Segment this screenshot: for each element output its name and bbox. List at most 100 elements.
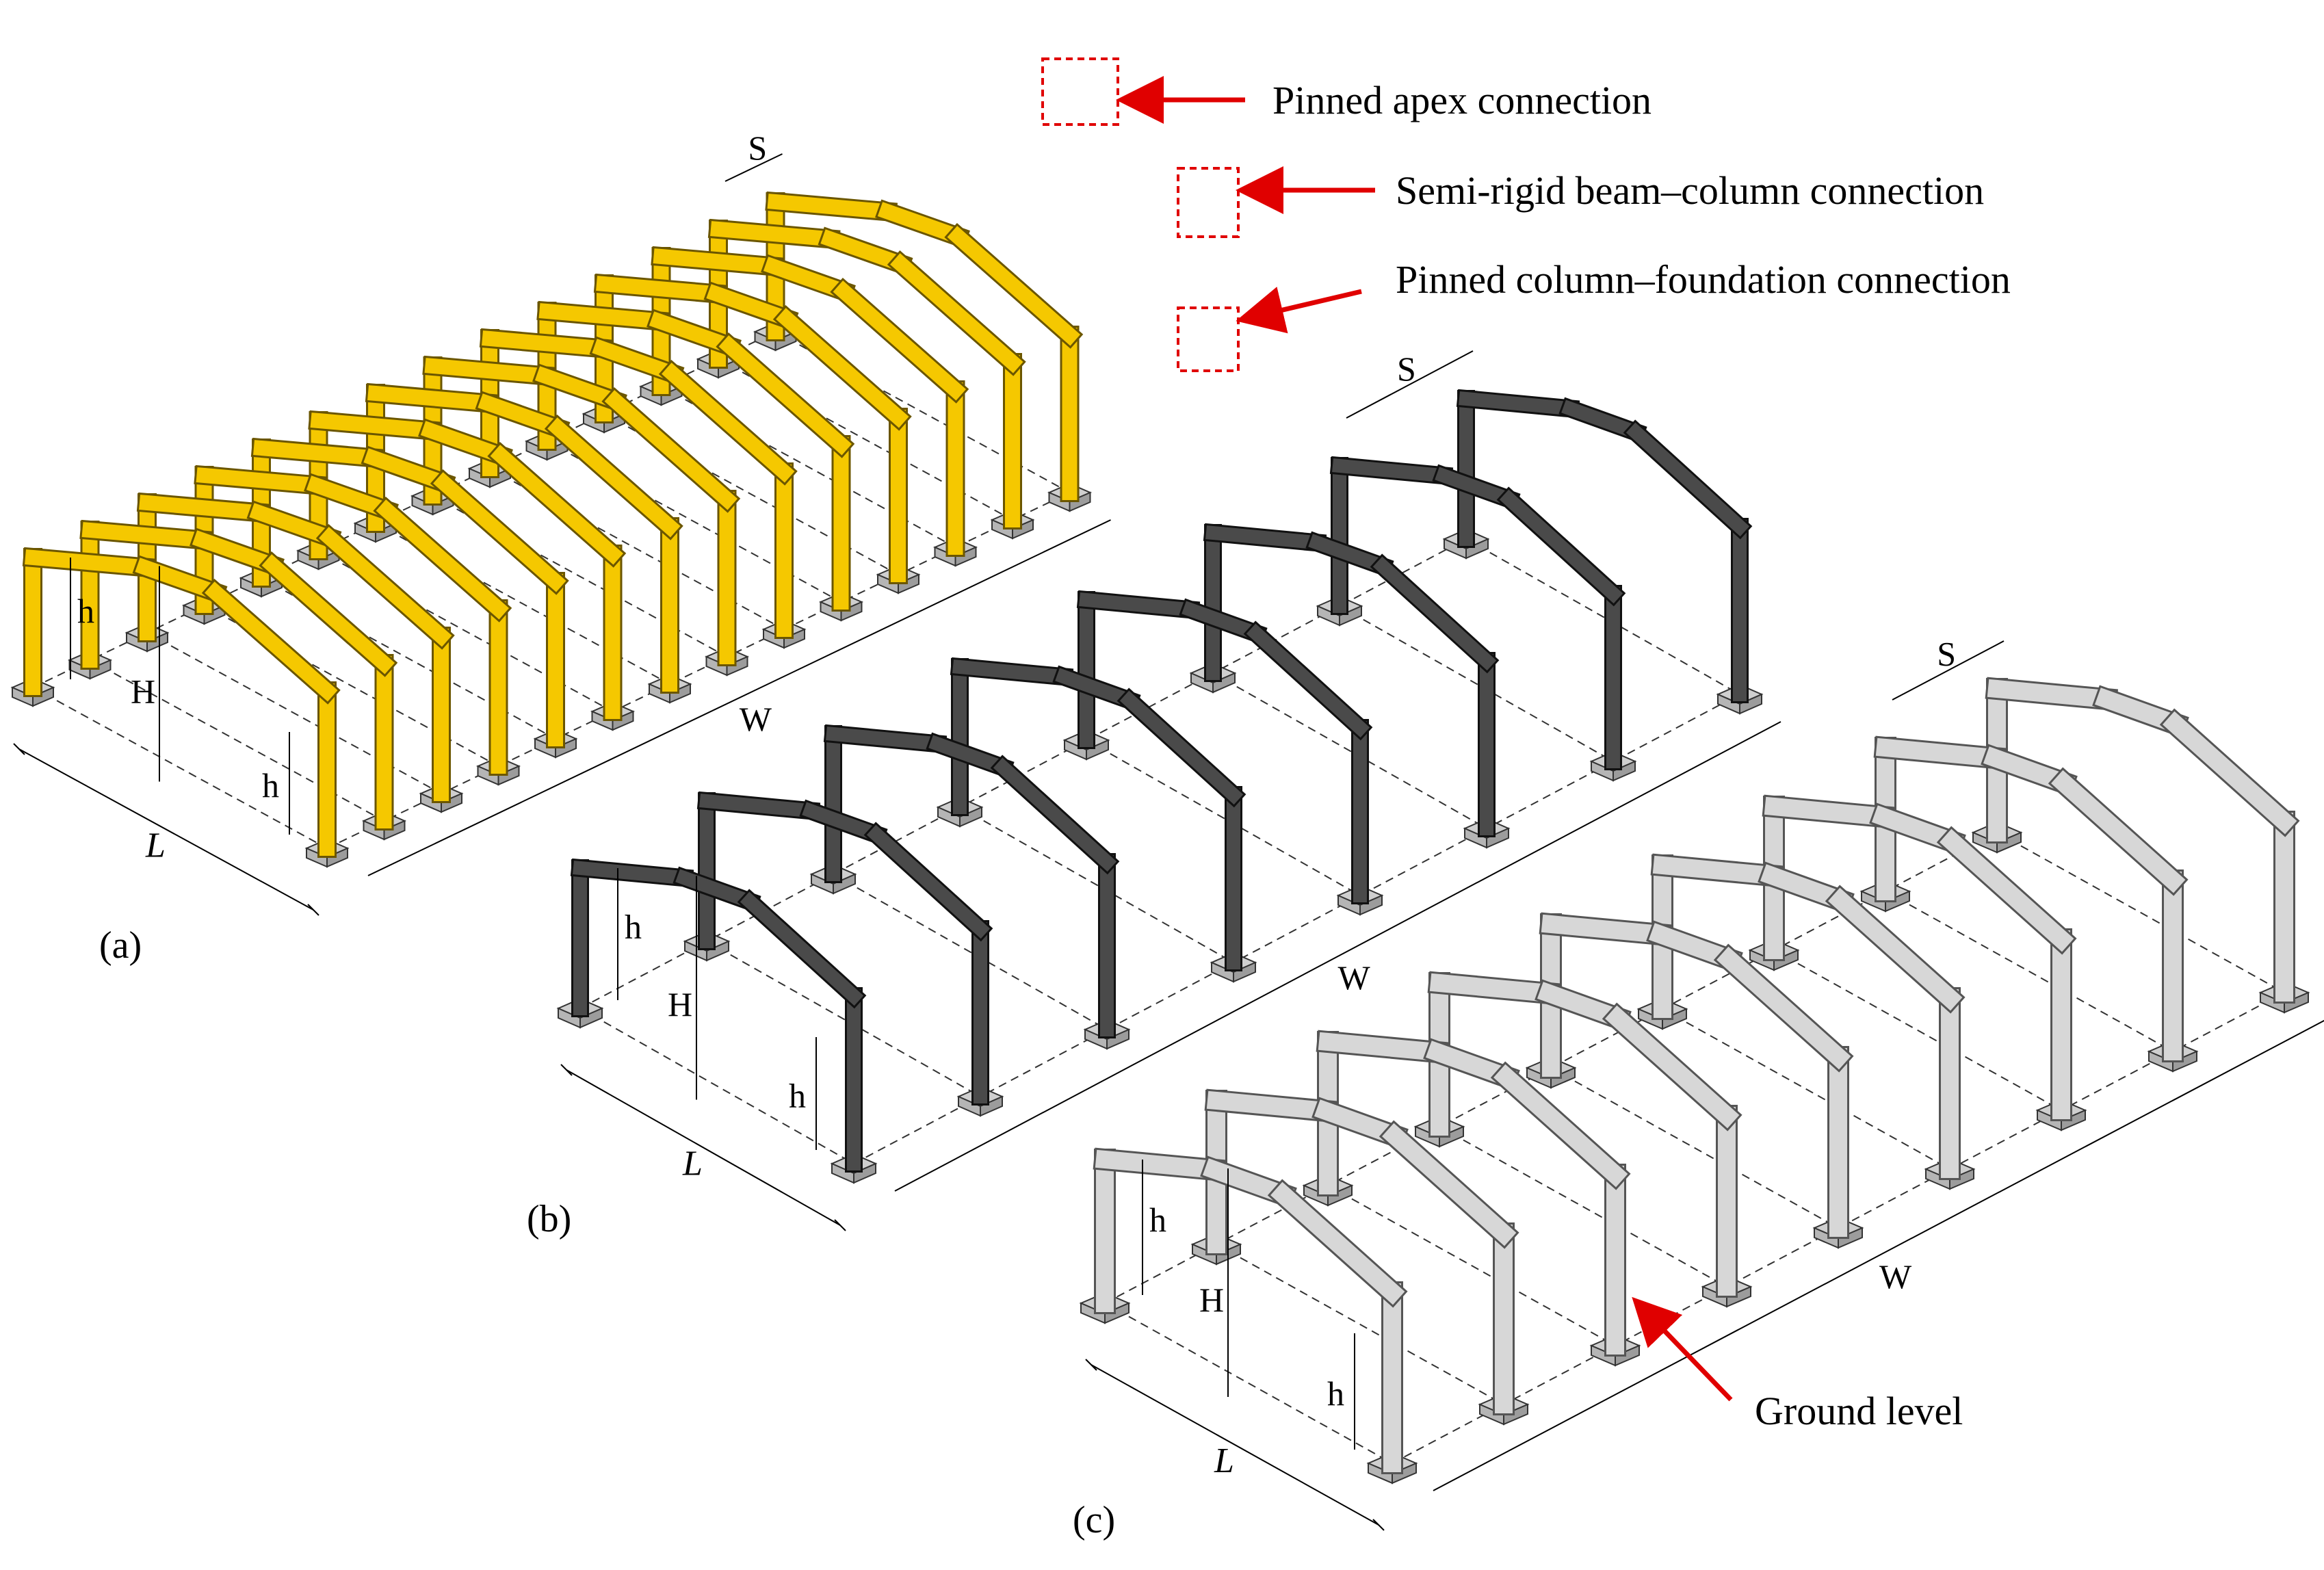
panel-a-rafter	[192, 530, 283, 575]
panel-b-crossline	[706, 941, 981, 1097]
panel-b-rafter	[1626, 422, 1750, 537]
panel-a-rafter	[420, 421, 511, 465]
panel-b-rafter	[1372, 556, 1497, 671]
panel-c-rafter	[1764, 796, 1893, 827]
panel-a-rafter	[763, 257, 854, 301]
panel-b-crossline	[1086, 740, 1361, 896]
panel-c-gridline-right	[1392, 992, 2285, 1464]
panel-c-rafter	[1940, 828, 2074, 952]
panel-a-rafter	[367, 385, 496, 412]
panel-b-label-H: H	[668, 985, 692, 1023]
panel-b-rafter	[802, 802, 885, 843]
panel-c-label-L: L	[1214, 1441, 1234, 1480]
panel-a-rafter	[706, 284, 796, 328]
panel-c-rafter	[1605, 1005, 1740, 1129]
beam-column-highlight-box	[1177, 167, 1240, 238]
panel-c-caption: (c)	[1073, 1499, 1115, 1541]
panel-c-rafter	[1983, 746, 2076, 794]
panel-a-dim-W	[367, 519, 1111, 876]
ground-level-annotation: Ground level	[1755, 1389, 1963, 1433]
panel-a-rafter	[433, 472, 566, 592]
panel-c-rafter	[1652, 855, 1781, 886]
panel-b-label-S: S	[1397, 350, 1416, 388]
column-foundation-arrow	[1236, 287, 1362, 334]
panel-c-rafter	[1270, 1181, 1405, 1305]
panel-a-rafter	[767, 194, 896, 220]
panel-b-rafter	[826, 727, 945, 752]
panel-a-rafter	[592, 339, 682, 383]
panel-b-crossline	[833, 874, 1108, 1030]
panel-b-gridline-left	[579, 538, 1467, 1009]
panel-c-dim-S	[1892, 640, 2005, 701]
panel-c-rafter	[1318, 1032, 1447, 1062]
panel-a-rafter	[596, 276, 724, 302]
panel-b-label-L: L	[682, 1144, 703, 1183]
panel-c-rafter	[1716, 946, 1851, 1070]
panel-a-rafter	[776, 308, 909, 428]
panel-c-dim-L-tick	[1085, 1359, 1097, 1371]
column-foundation-annotation: Pinned column–foundation connection	[1396, 257, 2011, 302]
panel-c-label-h-left: h	[1149, 1201, 1166, 1239]
panel-a-label-h-right: h	[262, 766, 279, 804]
panel-b-label-h-left: h	[625, 908, 642, 946]
panel-c-rafter	[2051, 770, 2186, 893]
panel-a-rafter	[820, 229, 911, 274]
panel-b-rafter	[1205, 525, 1324, 551]
ground-arrow	[1632, 1296, 1733, 1402]
panel-a-rafter	[135, 558, 225, 602]
panel-a-rafter	[604, 390, 738, 510]
panel-b-rafter	[1332, 458, 1451, 484]
panel-a-label-S: S	[748, 129, 767, 167]
panel-a-rafter	[81, 522, 210, 549]
panel-b-rafter	[699, 794, 818, 819]
panel-b-rafter	[675, 869, 759, 911]
panel-b-dim-L-tick	[560, 1064, 573, 1076]
panel-a-crossline	[32, 687, 328, 849]
panel-a-rafter	[261, 554, 395, 675]
panel-a-rafter	[490, 445, 624, 565]
panel-a-rafter	[25, 549, 153, 576]
panel-c-dim-L-tick	[1372, 1519, 1385, 1531]
panel-c-crossline	[1327, 1185, 1616, 1346]
panel-c-rafter	[1760, 864, 1853, 912]
column-foundation-highlight-box	[1177, 306, 1240, 372]
panel-c-label-S: S	[1937, 635, 1956, 673]
panel-a-dim-S	[724, 153, 783, 182]
panel-a-label-H: H	[131, 672, 155, 711]
panel-a-rafter	[253, 440, 382, 467]
panel-a-rafter	[249, 503, 339, 547]
panel-c-dim-W	[1433, 1019, 2324, 1491]
apex-highlight-box	[1041, 57, 1119, 126]
panel-b-gridline-right	[853, 694, 1740, 1164]
panel-a-rafter	[653, 248, 781, 275]
panel-b-crossline	[1339, 605, 1614, 762]
panel-a-label-W: W	[740, 700, 772, 738]
panel-c-rafter	[1648, 923, 1741, 971]
panel-b-rafter	[1435, 467, 1518, 508]
panel-b-rafter	[573, 861, 692, 886]
panel-c-label-H: H	[1199, 1281, 1224, 1319]
panel-a-rafter	[534, 366, 625, 410]
panel-a-rafter	[319, 527, 452, 647]
panel-b-crossline	[579, 1008, 854, 1164]
panel-c-rafter	[1875, 737, 2005, 768]
panel-a-rafter	[482, 330, 610, 357]
panel-c-rafter	[1425, 1041, 1518, 1088]
panel-c-rafter	[2163, 711, 2297, 835]
panel-b-rafter	[1459, 391, 1578, 417]
panel-a-rafter	[890, 253, 1023, 374]
panel-c-crossline	[1104, 1303, 1393, 1464]
panel-b-rafter	[1246, 623, 1370, 738]
panel-b-rafter	[1119, 690, 1244, 805]
panel-c-rafter	[1537, 982, 1630, 1030]
panel-a-rafter	[547, 417, 681, 538]
panel-c-crossline	[1439, 1126, 1727, 1287]
panel-c-rafter	[1314, 1099, 1407, 1147]
panel-c-crossline	[1996, 832, 2285, 993]
panel-c-label-h-right: h	[1327, 1374, 1344, 1413]
panel-b-rafter	[1079, 592, 1198, 618]
panel-a-rafter	[376, 499, 510, 620]
